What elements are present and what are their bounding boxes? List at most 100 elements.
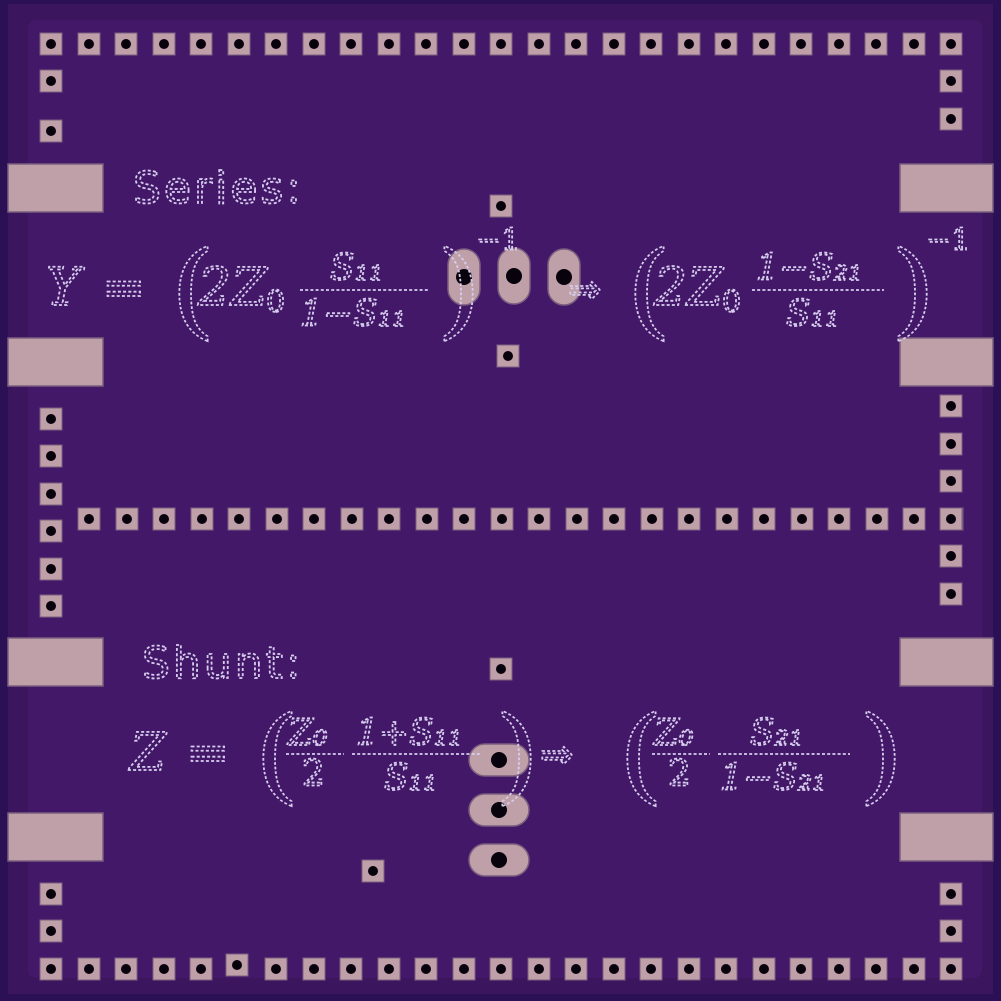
via-drill-hole xyxy=(503,351,513,361)
shunt-heading: Shunt: xyxy=(142,638,304,689)
via-drill-hole xyxy=(46,926,56,936)
edge-connector-pad xyxy=(899,337,994,387)
via-drill-hole xyxy=(496,201,506,211)
via-drill-hole xyxy=(496,664,506,674)
via-drill-hole xyxy=(46,564,56,574)
via-drill-hole xyxy=(122,514,132,524)
series-section: Series: Y = ( 2Z 0 S₁₁ 1−S₁₁ ) −1 ⇒ ( 2Z… xyxy=(45,162,971,351)
shunt-fraction1-denominator: S₁₁ xyxy=(384,758,438,799)
via-drill-hole xyxy=(309,39,319,49)
via-drill-hole xyxy=(721,39,731,49)
via-drill-hole xyxy=(159,514,169,524)
series-left-paren-2: ( xyxy=(626,230,672,351)
series-fraction1-denominator: 1−S₁₁ xyxy=(300,294,407,335)
via-drill-hole xyxy=(646,39,656,49)
series-fraction2-denominator: S₁₁ xyxy=(786,294,840,335)
shunt-left-paren-2: ( xyxy=(618,695,664,816)
via-drill-hole xyxy=(646,964,656,974)
via-drill-hole xyxy=(346,964,356,974)
via-drill-hole xyxy=(946,551,956,561)
via-drill-hole xyxy=(534,964,544,974)
via-drill-hole xyxy=(722,514,732,524)
series-equals-sign: = xyxy=(102,258,146,318)
shunt-z0-denominator-2: 2 xyxy=(668,754,691,795)
shunt-right-paren-2: ) xyxy=(858,695,904,816)
pad-layer xyxy=(7,32,994,981)
shunt-left-paren: ( xyxy=(254,695,300,816)
shunt-z0-numerator-2: Z₀ xyxy=(653,713,693,754)
shunt-fraction2-numerator: S₂₁ xyxy=(750,713,804,754)
via-drill-hole xyxy=(46,39,56,49)
via-drill-hole xyxy=(84,39,94,49)
series-left-paren: ( xyxy=(170,230,216,351)
via-drill-hole xyxy=(384,514,394,524)
via-drill-hole xyxy=(384,39,394,49)
via-drill-hole xyxy=(796,39,806,49)
component-drill-hole xyxy=(556,269,572,285)
via-drill-hole xyxy=(759,39,769,49)
series-exponent: −1 xyxy=(476,223,520,258)
via-drill-hole xyxy=(421,39,431,49)
edge-connector-pad xyxy=(7,337,104,387)
via-drill-hole xyxy=(871,39,881,49)
via-drill-hole xyxy=(459,514,469,524)
via-drill-hole xyxy=(946,476,956,486)
edge-connector-pad xyxy=(899,637,994,687)
via-drill-hole xyxy=(234,39,244,49)
component-drill-hole xyxy=(506,268,522,284)
series-right-paren-2: ) xyxy=(890,230,936,351)
copper-fill-pour xyxy=(28,20,982,978)
via-drill-hole xyxy=(946,39,956,49)
series-fraction1-numerator: S₁₁ xyxy=(330,248,384,289)
edge-connector-pad xyxy=(7,163,104,213)
via-drill-hole xyxy=(946,114,956,124)
via-drill-hole xyxy=(232,960,242,970)
series-coef-subscript-2: 0 xyxy=(722,285,741,320)
via-drill-hole xyxy=(496,964,506,974)
via-drill-hole xyxy=(368,866,378,876)
via-drill-hole xyxy=(946,76,956,86)
via-drill-hole xyxy=(946,926,956,936)
via-drill-hole xyxy=(46,889,56,899)
via-drill-hole xyxy=(234,514,244,524)
via-drill-hole xyxy=(609,964,619,974)
via-drill-hole xyxy=(946,514,956,524)
via-drill-hole xyxy=(496,39,506,49)
via-drill-hole xyxy=(871,964,881,974)
component-drill-hole xyxy=(456,269,472,285)
shunt-z0-denominator: 2 xyxy=(302,754,325,795)
via-drill-hole xyxy=(384,964,394,974)
via-drill-hole xyxy=(46,76,56,86)
via-drill-hole xyxy=(909,964,919,974)
via-drill-hole xyxy=(797,514,807,524)
shunt-section: Shunt: Z = ( Z₀ 2 1+S₁₁ S₁₁ ) ⇒ ( Z₀ 2 S… xyxy=(127,637,905,816)
via-drill-hole xyxy=(309,514,319,524)
series-coef-term-2: 2Z xyxy=(653,258,724,318)
shunt-right-paren: ) xyxy=(494,695,540,816)
shunt-fraction2-denominator: 1−S₂₁ xyxy=(720,758,827,799)
via-drill-hole xyxy=(46,451,56,461)
via-drill-hole xyxy=(271,964,281,974)
via-drill-hole xyxy=(872,514,882,524)
via-drill-hole xyxy=(946,889,956,899)
series-right-paren: ) xyxy=(436,230,482,351)
edge-connector-pad xyxy=(899,812,994,862)
via-drill-hole xyxy=(571,39,581,49)
series-coef-subscript: 0 xyxy=(266,285,285,320)
via-drill-hole xyxy=(647,514,657,524)
via-drill-hole xyxy=(197,514,207,524)
shunt-lhs-symbol: Z xyxy=(128,723,167,783)
via-drill-hole xyxy=(46,964,56,974)
shunt-equals-sign: = xyxy=(186,723,230,783)
via-drill-hole xyxy=(459,39,469,49)
via-drill-hole xyxy=(497,514,507,524)
edge-connector-pad xyxy=(7,812,104,862)
edge-connector-pad xyxy=(7,637,104,687)
via-drill-hole xyxy=(421,964,431,974)
via-drill-hole xyxy=(946,589,956,599)
via-drill-hole xyxy=(46,601,56,611)
via-drill-hole xyxy=(272,514,282,524)
via-drill-hole xyxy=(309,964,319,974)
via-drill-hole xyxy=(684,964,694,974)
